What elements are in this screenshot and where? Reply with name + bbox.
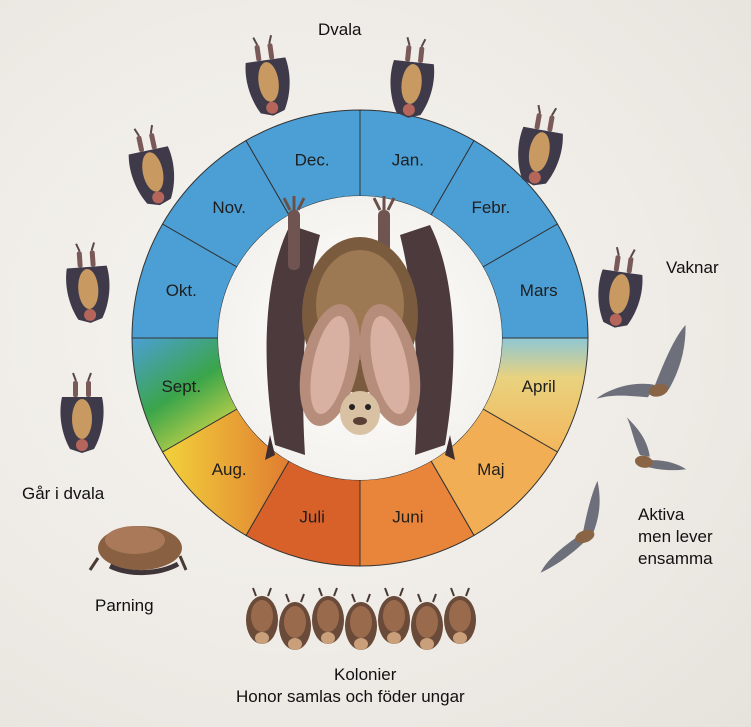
label-aktiva: Aktiva men lever ensamma <box>638 504 713 570</box>
colony-bat-icon <box>246 588 278 644</box>
mating-bats-icon <box>90 526 186 573</box>
flying-bat-icon <box>584 325 701 412</box>
month-label-sept: Sept. <box>161 377 201 396</box>
colony-bat-icon <box>345 594 377 650</box>
hanging-bat-icon <box>122 122 181 209</box>
label-gar-i-dvala: Går i dvala <box>22 484 104 504</box>
colony-bat-icon <box>378 588 410 644</box>
label-kolonier: Kolonier <box>334 665 396 685</box>
hanging-bat-icon <box>60 373 103 453</box>
colony-bat-icon <box>279 594 311 650</box>
label-honor: Honor samlas och föder ungar <box>236 687 465 707</box>
month-label-febr: Febr. <box>471 198 510 217</box>
hanging-bat-icon <box>387 36 438 120</box>
month-label-mars: Mars <box>520 281 558 300</box>
month-label-maj: Maj <box>477 460 504 479</box>
month-label-juli: Juli <box>299 508 325 527</box>
bat-colony-icon <box>246 588 476 650</box>
flying-bat-icon <box>618 417 693 475</box>
label-aktiva-line-3: ensamma <box>638 548 713 570</box>
hanging-bat-icon <box>593 245 647 330</box>
colony-bat-icon <box>312 588 344 644</box>
colony-bat-icon <box>444 588 476 644</box>
month-label-nov: Nov. <box>212 198 246 217</box>
month-label-aug: Aug. <box>212 460 247 479</box>
flying-bat-icon <box>518 481 621 573</box>
label-parning: Parning <box>95 596 154 616</box>
hanging-bat-icon <box>64 242 113 325</box>
label-dvala: Dvala <box>318 20 361 40</box>
label-vaknar: Vaknar <box>666 258 719 278</box>
label-aktiva-line-2: men lever <box>638 526 713 548</box>
month-label-dec: Dec. <box>295 150 330 169</box>
month-label-juni: Juni <box>392 508 423 527</box>
month-label-jan: Jan. <box>392 150 424 169</box>
colony-bat-icon <box>411 594 443 650</box>
label-aktiva-line-1: Aktiva <box>638 504 713 526</box>
month-label-okt: Okt. <box>166 281 197 300</box>
hanging-bat-icon <box>241 33 295 118</box>
month-label-april: April <box>522 377 556 396</box>
